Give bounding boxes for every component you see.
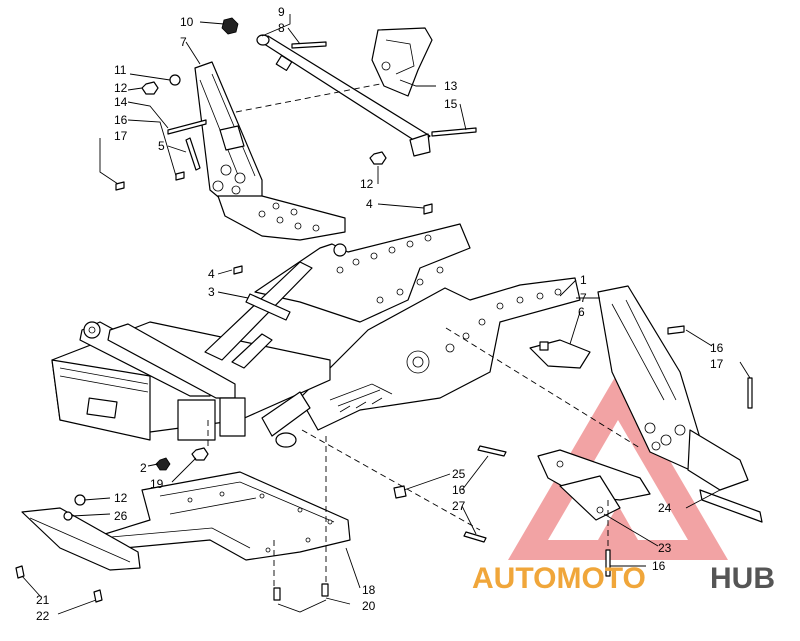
callout-16-bottom: 16 [652,559,666,573]
steering-post-bracket [194,61,346,241]
callout-13: 13 [444,79,458,93]
callout-18: 18 [362,583,376,597]
callout-15: 15 [444,97,458,111]
front-skid-part-26 [21,507,141,571]
callout-16-top: 16 [114,113,128,127]
callout-12-mid: 12 [360,177,374,191]
callout-5: 5 [158,139,165,153]
callout-8: 8 [278,21,285,35]
callout-26: 26 [114,509,128,523]
callout-17-top: 17 [114,129,128,143]
strap-part-3 [245,293,291,321]
callout-2: 2 [140,461,147,475]
callout-9: 9 [278,5,285,19]
frame-tunnel [254,223,581,431]
watermark-hub: HUB [710,562,775,595]
callout-11: 11 [114,63,127,77]
hardware-fasteners [15,17,753,603]
callout-19: 19 [150,477,164,491]
callout-12-bottom: 12 [114,491,128,505]
leader-lines [21,14,751,615]
callout-23: 23 [658,541,672,555]
callout-3: 3 [208,285,215,299]
right-footrest-bracket [597,285,763,523]
callout-16-right: 16 [710,341,724,355]
callout-4-upper: 4 [366,197,373,211]
callout-12-top: 12 [114,81,128,95]
bracket-part-6 [529,339,591,369]
steering-shaft [256,34,431,157]
callout-4-lower: 4 [208,267,215,281]
shaft-support-bracket [371,27,433,97]
callout-6: 6 [578,305,585,319]
callout-24: 24 [658,501,672,515]
callout-labels: 10 9 8 7 11 12 14 16 17 5 13 15 12 4 4 3… [36,5,724,623]
callout-10: 10 [180,15,194,29]
lower-bracket-assembly [537,449,651,521]
front-bulkhead [51,261,331,448]
callout-17-right: 17 [710,357,724,371]
skid-plate [91,471,351,561]
callout-1: 1 [580,273,587,287]
callout-20: 20 [362,599,376,613]
callout-27: 27 [452,499,466,513]
watermark-automoto: AUTOMOTO [472,562,646,595]
callout-22: 22 [36,609,50,623]
callout-7-top: 7 [180,35,187,49]
watermark-text: AUTOMOTO HUB [472,562,775,595]
callout-25: 25 [452,467,466,481]
callout-21: 21 [36,593,50,607]
callout-14: 14 [114,95,128,109]
callout-16-mid: 16 [452,483,466,497]
callout-7-right: 7 [580,291,587,305]
